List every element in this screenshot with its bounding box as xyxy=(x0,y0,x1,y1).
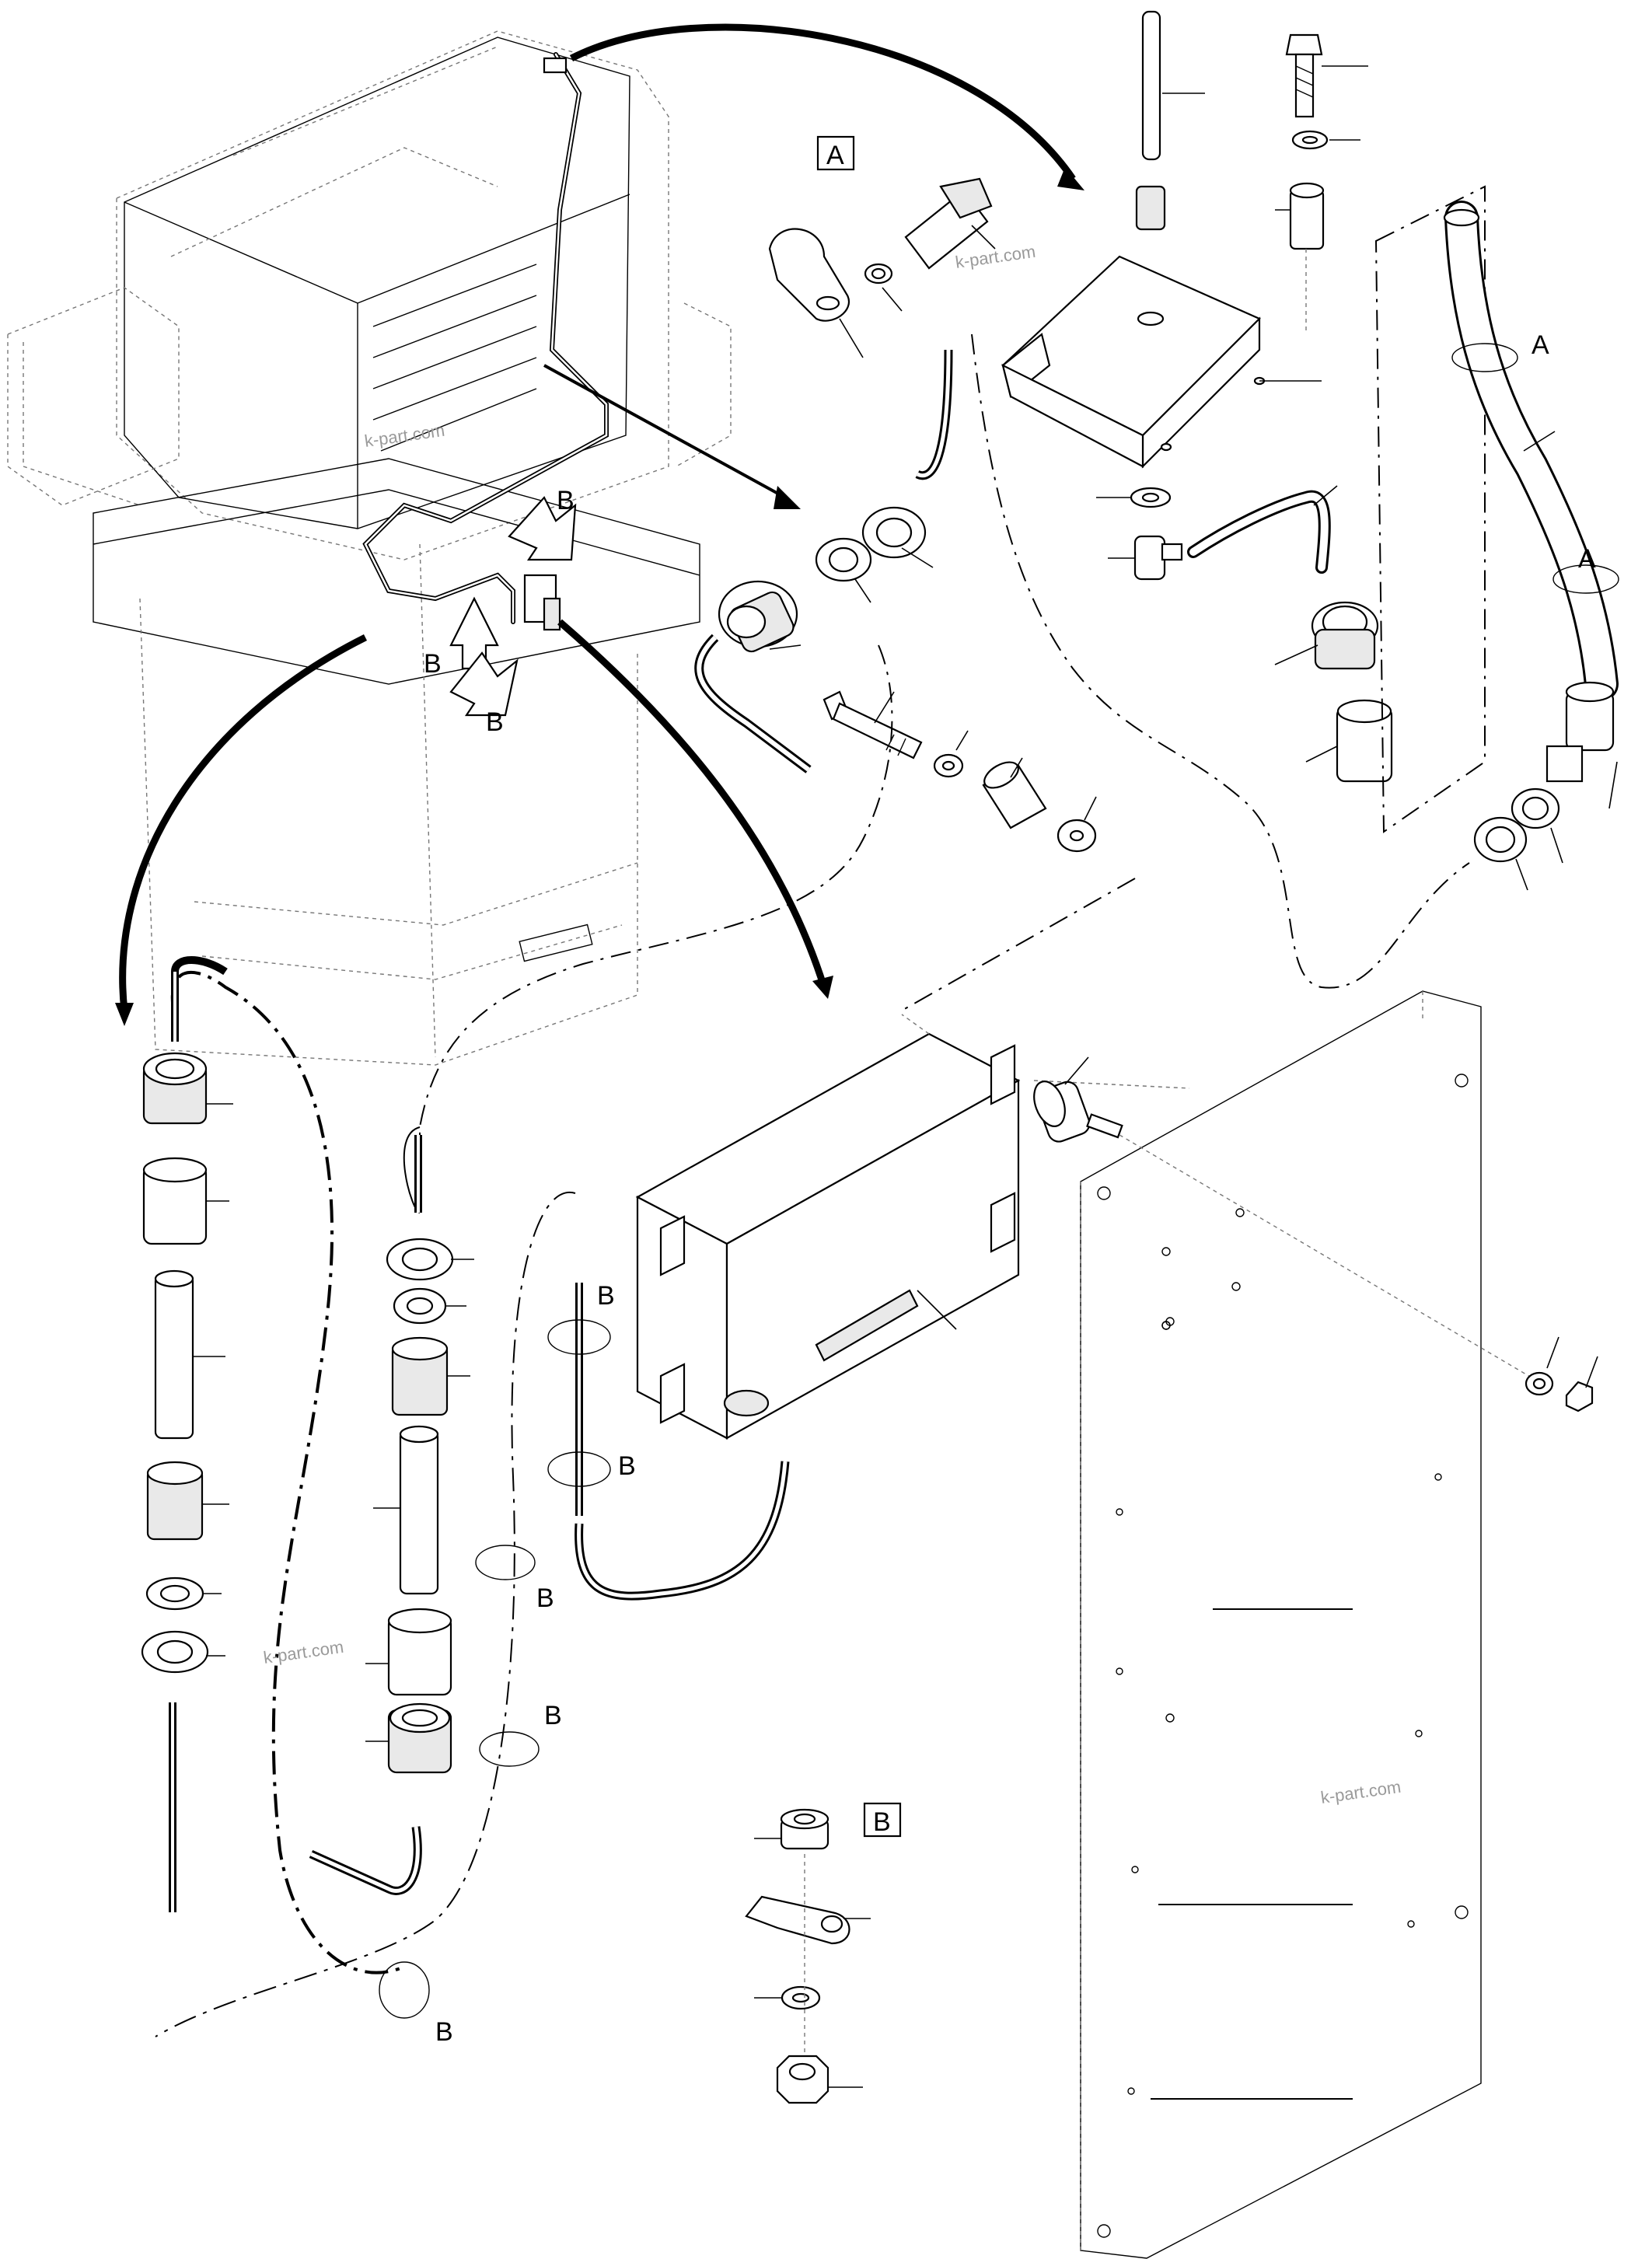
hose-bundle-a: A A xyxy=(1374,185,1619,891)
rubber-mount xyxy=(1033,1056,1123,1143)
callout-b-2: B xyxy=(424,649,442,679)
panel-fasteners xyxy=(1525,1336,1598,1412)
watermark-panel: k-part.com xyxy=(1319,1777,1402,1807)
control-box xyxy=(635,1014,1190,1440)
watermark-left: k-part.com xyxy=(262,1637,344,1667)
group-boundary-1 xyxy=(971,333,1470,989)
callout-b-4: B xyxy=(597,1281,615,1311)
view-label-a-box xyxy=(816,135,855,171)
view-label-a: A xyxy=(826,141,844,170)
clamp-assembly-a xyxy=(768,177,996,358)
watermark-machine: k-part.com xyxy=(363,421,445,451)
tube-stack-center xyxy=(309,1126,474,1895)
callout-a-1: A xyxy=(1532,330,1549,360)
clamp-assembly-b xyxy=(745,1808,871,2104)
antenna-bracket xyxy=(1001,255,1322,469)
callout-b-3: B xyxy=(486,707,504,737)
callout-b-8: B xyxy=(435,2017,453,2047)
callout-a-2: A xyxy=(1578,544,1596,574)
view-label-b-box xyxy=(863,1802,902,1838)
mounting-panel: k-part.com xyxy=(1080,990,1536,2259)
callout-b-7: B xyxy=(544,1701,562,1730)
cable-gland-right xyxy=(1274,601,1393,783)
group-boundary-2 xyxy=(419,644,1136,1213)
cable-loop-b: B B B B B xyxy=(155,1191,790,2047)
antenna xyxy=(1135,10,1205,231)
cable-gland-center xyxy=(694,349,953,773)
callout-b-1: B xyxy=(557,486,575,515)
watermark-top: k-part.com xyxy=(954,242,1036,272)
antenna-base-fittings xyxy=(1096,485,1338,581)
view-label-b: B xyxy=(873,1807,891,1837)
callout-b-5: B xyxy=(618,1451,636,1481)
leader-arcs xyxy=(115,23,1084,1026)
detail-b-arrows: B B B xyxy=(424,486,577,737)
mount-bolt-center xyxy=(823,690,1097,853)
machine-cabin-outline xyxy=(7,30,732,1066)
tube-stack-left: k-part.com xyxy=(141,956,405,1974)
callout-b-6: B xyxy=(536,1583,554,1613)
machine-harness xyxy=(362,52,609,631)
panel-leaders xyxy=(1151,1608,1353,2100)
bolt-stack xyxy=(1275,33,1368,334)
